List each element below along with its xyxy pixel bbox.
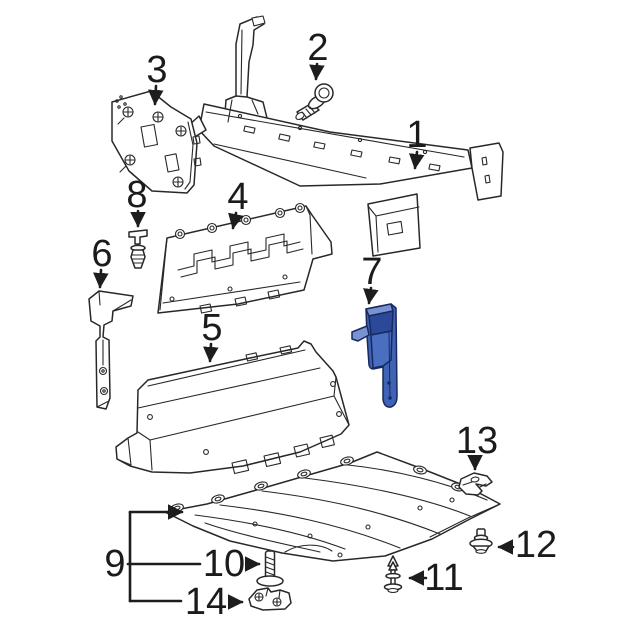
part-2-head [314, 83, 334, 103]
callout-12: 12 [497, 524, 557, 566]
callout-11: 11 [408, 557, 464, 599]
part-1-post-tab [251, 15, 266, 27]
part-7-left-tab [351, 325, 370, 342]
callout-10-label: 10 [203, 543, 245, 585]
callout-1: 1 [406, 114, 428, 170]
part-4-details [159, 205, 313, 314]
part-10-screw [256, 550, 284, 587]
callout-12-label: 12 [515, 524, 557, 566]
callout-1-arrow [409, 150, 425, 170]
callout-4-label: 4 [227, 176, 248, 218]
part-6-body [88, 290, 134, 410]
callout-2-label: 2 [307, 27, 328, 69]
callout-14-label: 14 [185, 581, 227, 623]
part-4-bosses [174, 202, 306, 240]
part-12-washer-bolt [469, 528, 493, 554]
callout-7-label: 7 [361, 251, 382, 293]
callout-2-arrow [309, 62, 325, 81]
part-8-push-clip [128, 229, 148, 269]
part-7-front-face [370, 330, 393, 369]
part-11-push-rivet [383, 555, 403, 594]
part-3-screws [117, 106, 187, 188]
part-8-head [128, 229, 148, 245]
callout-2: 2 [307, 27, 329, 81]
callout-3-label: 3 [146, 49, 167, 91]
callout-14: 14 [185, 581, 244, 623]
part-10-base [256, 575, 284, 587]
callout-5: 5 [201, 307, 223, 363]
part-13-body [458, 472, 493, 496]
callouts-layer: 1 2 3 4 5 6 7 8 [91, 27, 557, 623]
part-13-u-nut-clip [458, 472, 493, 496]
part-6-details [96, 290, 132, 408]
callout-8-label: 8 [126, 174, 147, 216]
callout-4: 4 [227, 176, 249, 230]
part-11-foot [387, 587, 399, 594]
callout-3-arrow [147, 84, 164, 106]
callout-9-label: 9 [104, 543, 125, 585]
part-12-tip [475, 549, 487, 554]
part-3-mount-bracket [111, 90, 202, 194]
callout-7: 7 [361, 251, 383, 305]
part-1-end-plate [469, 142, 504, 201]
part-1-post [235, 16, 265, 101]
callout-1-label: 1 [406, 114, 427, 156]
part-5-details [116, 345, 350, 475]
callout-8: 8 [126, 174, 148, 228]
part-9-ribs [194, 464, 501, 558]
part-4-deflector-panel [157, 202, 333, 314]
part-13-hole [470, 476, 480, 483]
part-5-air-deflector [115, 340, 350, 475]
part-1-rail [198, 103, 473, 187]
callout-3: 3 [146, 49, 168, 106]
callout-13-label: 13 [456, 420, 498, 462]
part-1-radiator-support [187, 15, 504, 257]
callout-11-label: 11 [424, 557, 463, 599]
part-3-body [111, 90, 198, 194]
part-13-folds [462, 481, 487, 488]
part-2-bolt [295, 83, 334, 121]
part-2-head-inner [318, 87, 330, 99]
part-14-clamp-bracket [248, 587, 292, 611]
part-1-lower-bracket [367, 193, 421, 257]
callout-4-arrow [228, 211, 244, 230]
part-1-details [205, 29, 491, 253]
part-7-support-bracket-highlighted [351, 303, 398, 408]
callout-6-arrow [93, 268, 109, 289]
part-3-details [115, 95, 202, 190]
callout-9: 9 [104, 504, 202, 603]
part-6-side-bracket [88, 290, 134, 410]
callout-6-label: 6 [91, 233, 112, 275]
callout-5-arrow [203, 342, 219, 363]
part-10-threads [265, 556, 275, 576]
part-14-details [254, 587, 282, 607]
part-7-strap-edge [388, 331, 391, 399]
callout-7-arrow [363, 286, 379, 305]
part-7-hole-upper [387, 381, 391, 385]
part-2-threads [301, 106, 316, 119]
callout-10: 10 [203, 543, 261, 585]
callout-5-label: 5 [201, 307, 222, 349]
callout-6: 6 [91, 233, 113, 289]
part-7-hole-lower [388, 396, 392, 400]
callout-13: 13 [456, 420, 498, 471]
part-8-ribs [131, 254, 145, 264]
